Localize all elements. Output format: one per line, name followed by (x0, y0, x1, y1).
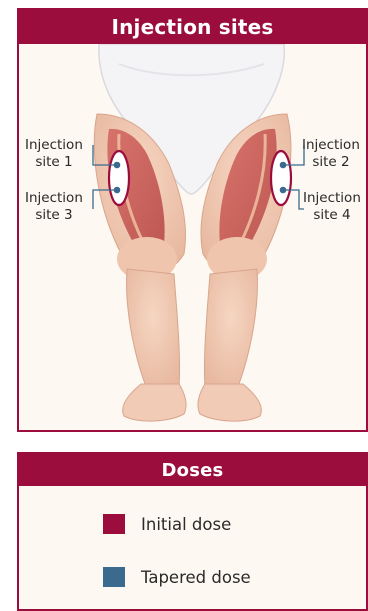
injection-site-2-label: Injection site 2 (302, 137, 360, 171)
left-foot (123, 384, 186, 421)
site-4-marker (280, 187, 287, 194)
left-lower-leg (127, 269, 180, 389)
injection-sites-panel: Injection sites (17, 8, 368, 432)
tapered-dose-label: Tapered dose (141, 568, 251, 587)
injection-site-3-label: Injection site 3 (25, 190, 83, 224)
initial-dose-swatch (103, 514, 125, 534)
injection-site-4-label: Injection site 4 (303, 190, 361, 224)
doses-panel: Doses Initial dose Tapered dose (17, 452, 368, 611)
legend-item-initial-dose: Initial dose (103, 514, 231, 534)
right-foot (198, 384, 261, 421)
site-2-marker (280, 162, 287, 169)
tapered-dose-swatch (103, 567, 125, 587)
baby-legs-illustration (19, 44, 366, 430)
right-injection-area (271, 151, 291, 205)
left-injection-area (109, 151, 129, 205)
legend-item-tapered-dose: Tapered dose (103, 567, 251, 587)
injection-sites-title: Injection sites (19, 10, 366, 44)
doses-title: Doses (19, 454, 366, 486)
right-lower-leg (204, 269, 257, 389)
site-1-marker (114, 162, 121, 169)
injection-site-1-label: Injection site 1 (25, 137, 83, 171)
initial-dose-label: Initial dose (141, 515, 231, 534)
site-3-marker (114, 187, 121, 194)
